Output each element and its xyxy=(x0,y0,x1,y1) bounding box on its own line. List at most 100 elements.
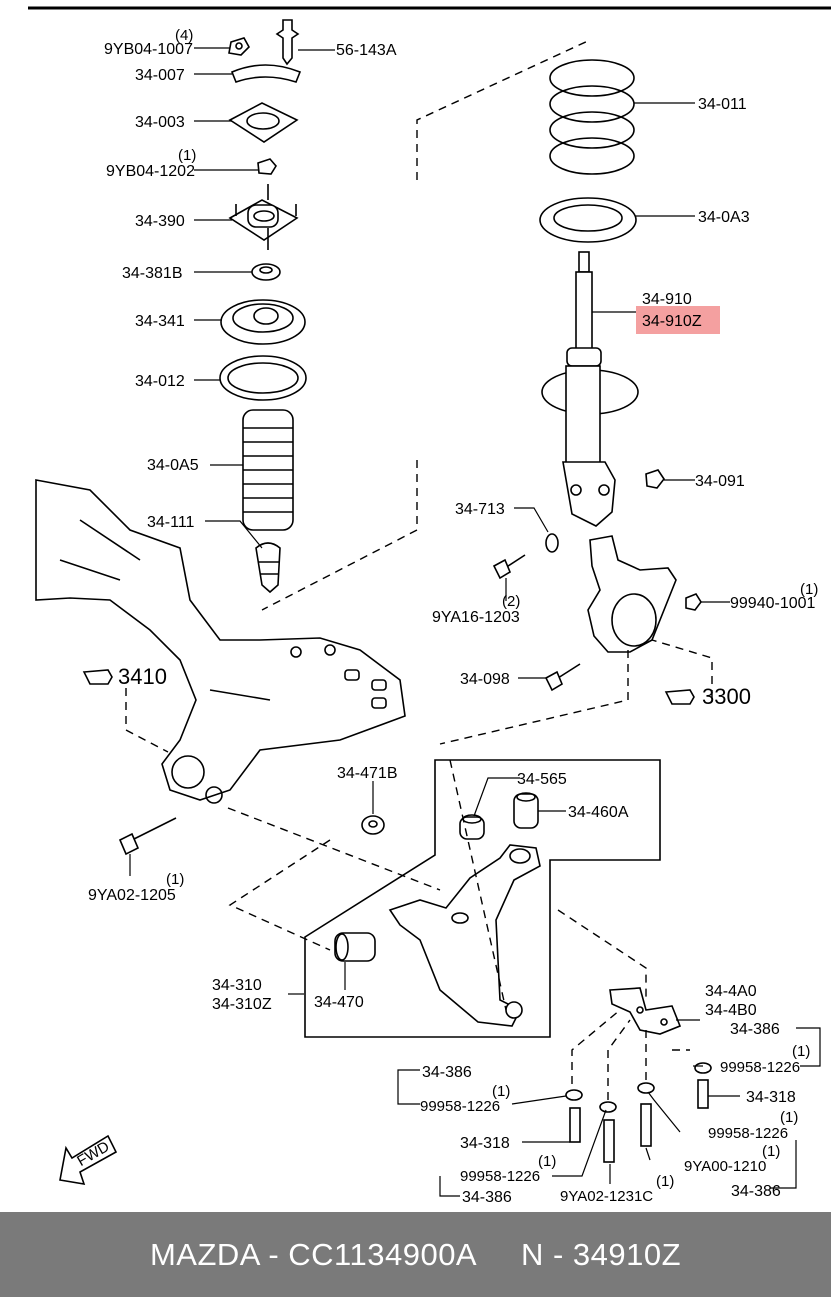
label-34-471b: 34-471B xyxy=(337,765,398,782)
label-34-341: 34-341 xyxy=(135,313,185,330)
qty-9ya16-1203: (2) xyxy=(502,593,520,610)
fwd-arrow-icon: FWD xyxy=(59,1134,118,1186)
mount-34-390-drawing xyxy=(228,184,299,250)
label-34-0a3: 34-0A3 xyxy=(698,209,750,226)
label-34-098: 34-098 xyxy=(460,671,510,688)
label-34-386-r1: 34-386 xyxy=(730,1021,780,1038)
knuckle-drawing xyxy=(587,535,677,653)
footer-bar: MAZDA - CC1134900A N - 34910Z xyxy=(0,1212,831,1297)
label-34-460a: 34-460A xyxy=(568,804,629,821)
label-34-4b0: 34-4B0 xyxy=(705,1002,757,1019)
label-34-310: 34-310 xyxy=(212,977,262,994)
lower-arm-frame xyxy=(304,759,661,1038)
qty-99958-1226-r2: (1) xyxy=(780,1109,798,1126)
label-9yb04-1007: 9YB04-1007 xyxy=(104,41,193,58)
bolt-9ya16-1203-drawing xyxy=(492,554,526,580)
label-99958-1226-r2: 99958-1226 xyxy=(708,1125,788,1142)
bushing-34-460a-drawing xyxy=(513,792,539,829)
subframe-drawing xyxy=(35,479,406,804)
bolt-9ya02-1205-drawing xyxy=(118,817,177,856)
qty-99958-1226-l1: (1) xyxy=(492,1083,510,1100)
label-34-318-l: 34-318 xyxy=(460,1135,510,1152)
spring-34-011-drawing xyxy=(549,59,635,175)
spring-seat-34-0a3-drawing xyxy=(539,197,637,243)
label-34-910: 34-910 xyxy=(642,291,692,308)
dashed-guide-upper xyxy=(416,39,591,180)
label-34-565: 34-565 xyxy=(517,771,567,788)
ref-3300[interactable]: 3300 xyxy=(702,684,751,709)
label-34-386-l1: 34-386 xyxy=(422,1064,472,1081)
plate-34-003-drawing xyxy=(228,102,299,143)
qty-99958-1226-l2: (1) xyxy=(538,1153,556,1170)
label-34-386-l2: 34-386 xyxy=(462,1189,512,1206)
label-34-470: 34-470 xyxy=(314,994,364,1011)
label-34-011: 34-011 xyxy=(698,96,747,113)
qty-9ya02-1205: (1) xyxy=(166,871,184,888)
label-34-318-r: 34-318 xyxy=(746,1089,796,1106)
label-34-0a5: 34-0A5 xyxy=(147,457,199,474)
qty-99958-1226-r1: (1) xyxy=(792,1043,810,1060)
qty-9yb04-1007: (4) xyxy=(175,27,193,44)
label-34-091: 34-091 xyxy=(695,473,745,490)
highlight-34-910z xyxy=(636,306,720,334)
dashed-guide-3410 xyxy=(125,688,169,753)
bushing-34-470-drawing xyxy=(334,932,376,962)
dashed-guide-bracket2 xyxy=(607,1019,631,1100)
label-34-012: 34-012 xyxy=(135,373,185,390)
nut-99940-1001-drawing xyxy=(685,593,702,611)
boot-34-0a5-drawing xyxy=(242,409,294,531)
label-34-310z: 34-310Z xyxy=(212,996,272,1013)
label-34-713: 34-713 xyxy=(455,501,505,518)
bolt-34-098-drawing xyxy=(544,663,581,692)
label-9ya16-1203: 9YA16-1203 xyxy=(432,609,520,626)
dashed-guide-bracket xyxy=(571,1009,621,1084)
qty-9ya02-1231c: (1) xyxy=(656,1173,674,1190)
dashed-guide-arm3 xyxy=(557,909,647,1000)
plate-34-007-drawing xyxy=(230,64,302,84)
label-34-386-r2: 34-386 xyxy=(731,1183,781,1200)
label-34-390: 34-390 xyxy=(135,213,185,230)
ref-3410[interactable]: 3410 xyxy=(118,664,167,689)
label-9ya00-1210: 9YA00-1210 xyxy=(684,1158,766,1175)
dashed-guide-arm xyxy=(227,807,441,891)
nut-9yb04-1007-drawing xyxy=(228,37,250,56)
ref-arrow-3410-icon xyxy=(82,669,113,685)
parts-diagram: FWD xyxy=(28,6,831,1206)
seat-34-341-drawing xyxy=(220,299,306,345)
label-99958-1226-r1: 99958-1226 xyxy=(720,1059,800,1076)
lower-arm-34-310-drawing xyxy=(388,844,541,1027)
label-34-003: 34-003 xyxy=(135,114,185,131)
label-9ya02-1205: 9YA02-1205 xyxy=(88,887,176,904)
qty-9yb04-1202: (1) xyxy=(178,147,196,164)
footer-part-number: MAZDA - CC1134900A N - 34910Z xyxy=(149,1236,682,1272)
bushing-34-471b-drawing xyxy=(361,815,385,835)
label-9ya02-1231c: 9YA02-1231C xyxy=(560,1188,653,1205)
label-34-4a0: 34-4A0 xyxy=(705,983,757,1000)
leader-lines xyxy=(129,47,821,1197)
label-99940-1001: 99940-1001 xyxy=(730,595,816,612)
label-56-143a: 56-143A xyxy=(336,42,397,59)
strut-34-910-drawing xyxy=(541,251,639,527)
qty-99940-1001: (1) xyxy=(800,581,818,598)
label-99958-1226-l2: 99958-1226 xyxy=(460,1168,540,1185)
nut-9yb04-1202-drawing xyxy=(257,158,277,175)
dashed-guide-ball xyxy=(449,759,507,1011)
label-34-007: 34-007 xyxy=(135,67,185,84)
qty-9ya00-1210: (1) xyxy=(762,1143,780,1160)
clip-56-143a-drawing xyxy=(275,19,300,66)
label-34-910z: 34-910Z xyxy=(642,313,702,330)
ref-arrow-3300-icon xyxy=(664,689,695,705)
dashed-guide-middle xyxy=(261,460,418,611)
label-34-381b: 34-381B xyxy=(122,265,183,282)
label-9yb04-1202: 9YB04-1202 xyxy=(106,163,195,180)
bumpstop-34-111-drawing xyxy=(255,542,281,594)
bracket-34-4a0-drawing xyxy=(609,987,682,1035)
dashed-guide-arm2 xyxy=(228,839,331,951)
label-34-111: 34-111 xyxy=(147,514,195,531)
seat-34-012-drawing xyxy=(219,355,307,401)
washer-34-713-drawing xyxy=(545,533,559,553)
nut-34-091-drawing xyxy=(645,469,665,489)
bolts-washers-lower-drawing xyxy=(565,1062,712,1163)
dashed-guide-knuckle xyxy=(439,650,629,745)
label-99958-1226-l1: 99958-1226 xyxy=(420,1098,500,1115)
